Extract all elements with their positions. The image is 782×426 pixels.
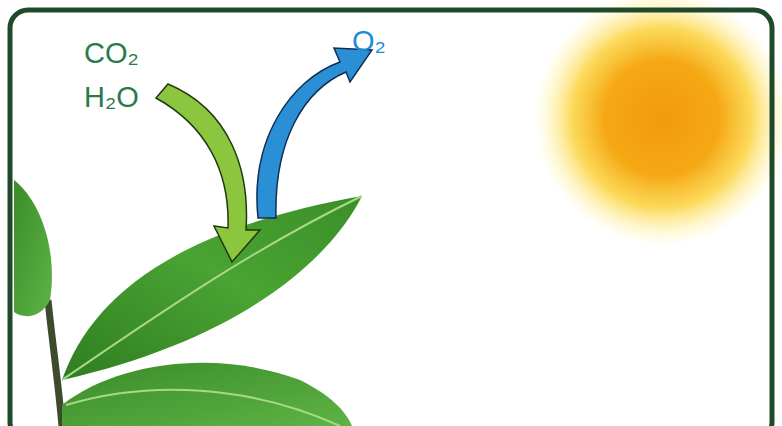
leaf-vein — [66, 390, 340, 426]
sun — [534, 0, 782, 246]
molecule-label: O₂ — [352, 24, 386, 58]
output-arrow — [257, 48, 372, 218]
input-arrow — [156, 84, 260, 262]
molecule-label: CO₂ — [84, 36, 139, 70]
molecule-label: H₂O — [84, 80, 139, 114]
frame — [10, 10, 772, 426]
side-leaf — [14, 180, 52, 316]
lower-leaf — [62, 363, 352, 426]
leaf-vein — [62, 196, 362, 380]
main-leaf — [62, 196, 362, 380]
stem — [48, 300, 62, 426]
